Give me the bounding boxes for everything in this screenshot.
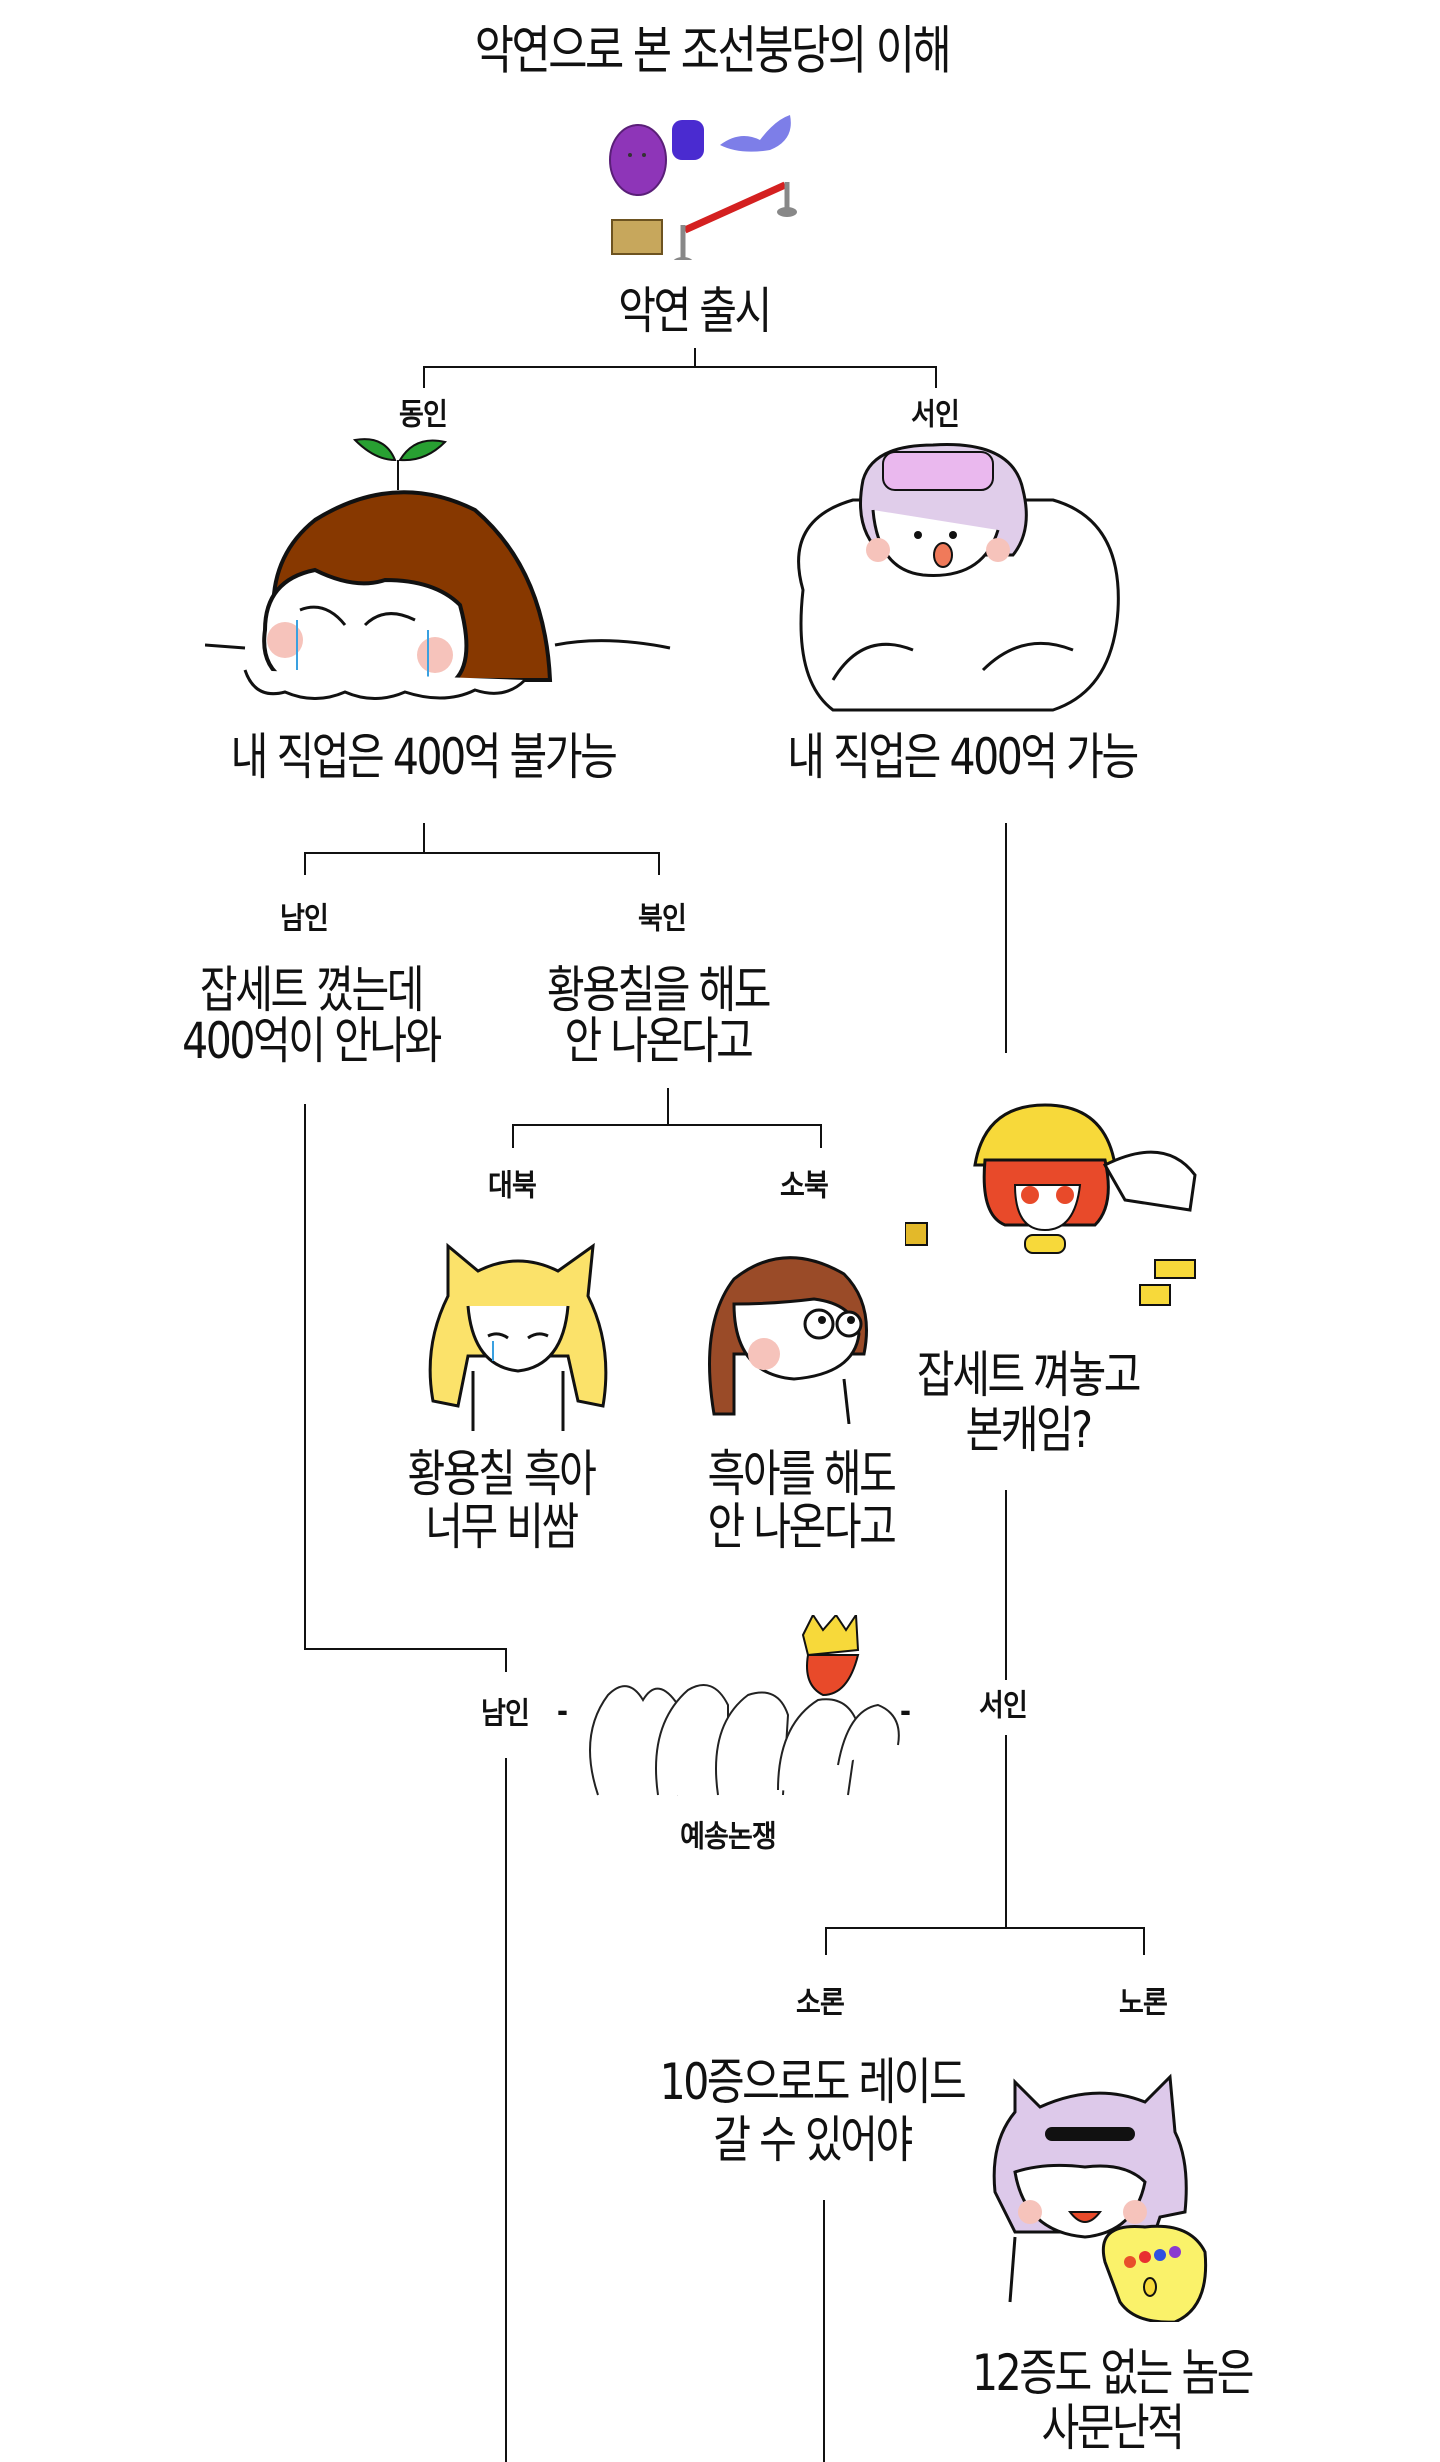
connector: [423, 366, 935, 368]
crowd-with-king-illustration: [589, 1615, 900, 1796]
connector: [1005, 1490, 1007, 1680]
crying-character-illustration: [205, 438, 671, 700]
connector: [512, 1124, 514, 1148]
connector: [505, 1758, 507, 2462]
helmet-character-illustration: [905, 1103, 1197, 1306]
connector: [825, 1927, 1143, 1929]
connector: [667, 1088, 669, 1124]
seoin-label: 서인: [911, 397, 960, 433]
bugin-text-line2: 안 나온다고: [564, 1011, 754, 1070]
connector: [935, 366, 937, 388]
connector: [304, 1104, 306, 1648]
connector: [423, 823, 425, 852]
noron-label: 노론: [1119, 1985, 1168, 2021]
seoin-main-text-line2: 본캐임?: [965, 1400, 1093, 1459]
connector: [304, 852, 306, 875]
bugin-label: 북인: [638, 901, 687, 937]
namin-text-line2: 400억이 안나와: [182, 1011, 442, 1070]
soron-text-line2: 갈 수 있어야: [713, 2110, 913, 2169]
connector: [304, 1648, 505, 1650]
daebuk-text-line1: 황용칠 흑아: [407, 1444, 597, 1503]
yesong-seoin-label: 서인: [979, 1688, 1028, 1724]
connector: [820, 1124, 822, 1148]
connector: [423, 366, 425, 388]
connector: [304, 852, 658, 854]
monsters-illustration: [609, 115, 797, 260]
dongin-text: 내 직업은 400억 불가능: [230, 727, 618, 786]
connector: [694, 348, 696, 368]
page-title: 악연으로 본 조선붕당의 이해: [474, 21, 952, 82]
namin-text-line1: 잡세트 꼈는데: [199, 960, 425, 1019]
yesong-caption: 예송논쟁: [680, 1819, 777, 1855]
namin-label: 남인: [280, 901, 329, 937]
brown-hair-character-illustration: [708, 1256, 868, 1424]
muscular-character-illustration: [797, 443, 1120, 712]
yesong-namin-label: 남인: [481, 1696, 530, 1732]
noron-text-line1: 12증도 없는 놈은: [972, 2343, 1254, 2402]
connector: [1143, 1927, 1145, 1955]
sobuk-label: 소북: [780, 1168, 829, 1204]
noron-text-line2: 사문난적: [1041, 2398, 1185, 2457]
connector: [658, 852, 660, 875]
connector: [1005, 1735, 1007, 1927]
yesong-dash-left: -: [556, 1694, 568, 1730]
dongin-label: 동인: [399, 397, 448, 433]
soron-text-line1: 10증으로도 레이드: [659, 2052, 967, 2111]
daebuk-text-line2: 너무 비쌈: [425, 1497, 579, 1556]
daebuk-label: 대북: [488, 1168, 537, 1204]
root-node-label: 악연 출시: [618, 281, 772, 340]
seoin-text: 내 직업은 400억 가능: [787, 727, 1139, 786]
gauntlet-character-illustration: [992, 2073, 1208, 2322]
sobuk-text-line2: 안 나온다고: [707, 1497, 897, 1556]
connector: [823, 2200, 825, 2462]
connector: [505, 1648, 507, 1672]
sobuk-text-line1: 흑아를 해도: [707, 1444, 897, 1503]
seoin-main-text-line1: 잡세트 껴놓고: [916, 1345, 1142, 1404]
yellow-hair-crying-character-illustration: [428, 1242, 608, 1431]
connector: [825, 1927, 827, 1955]
bugin-text-line1: 황용칠을 해도: [546, 960, 772, 1019]
connector: [512, 1124, 820, 1126]
soron-label: 소론: [796, 1985, 845, 2021]
connector: [1005, 823, 1007, 1053]
yesong-dash-right: -: [899, 1694, 911, 1730]
